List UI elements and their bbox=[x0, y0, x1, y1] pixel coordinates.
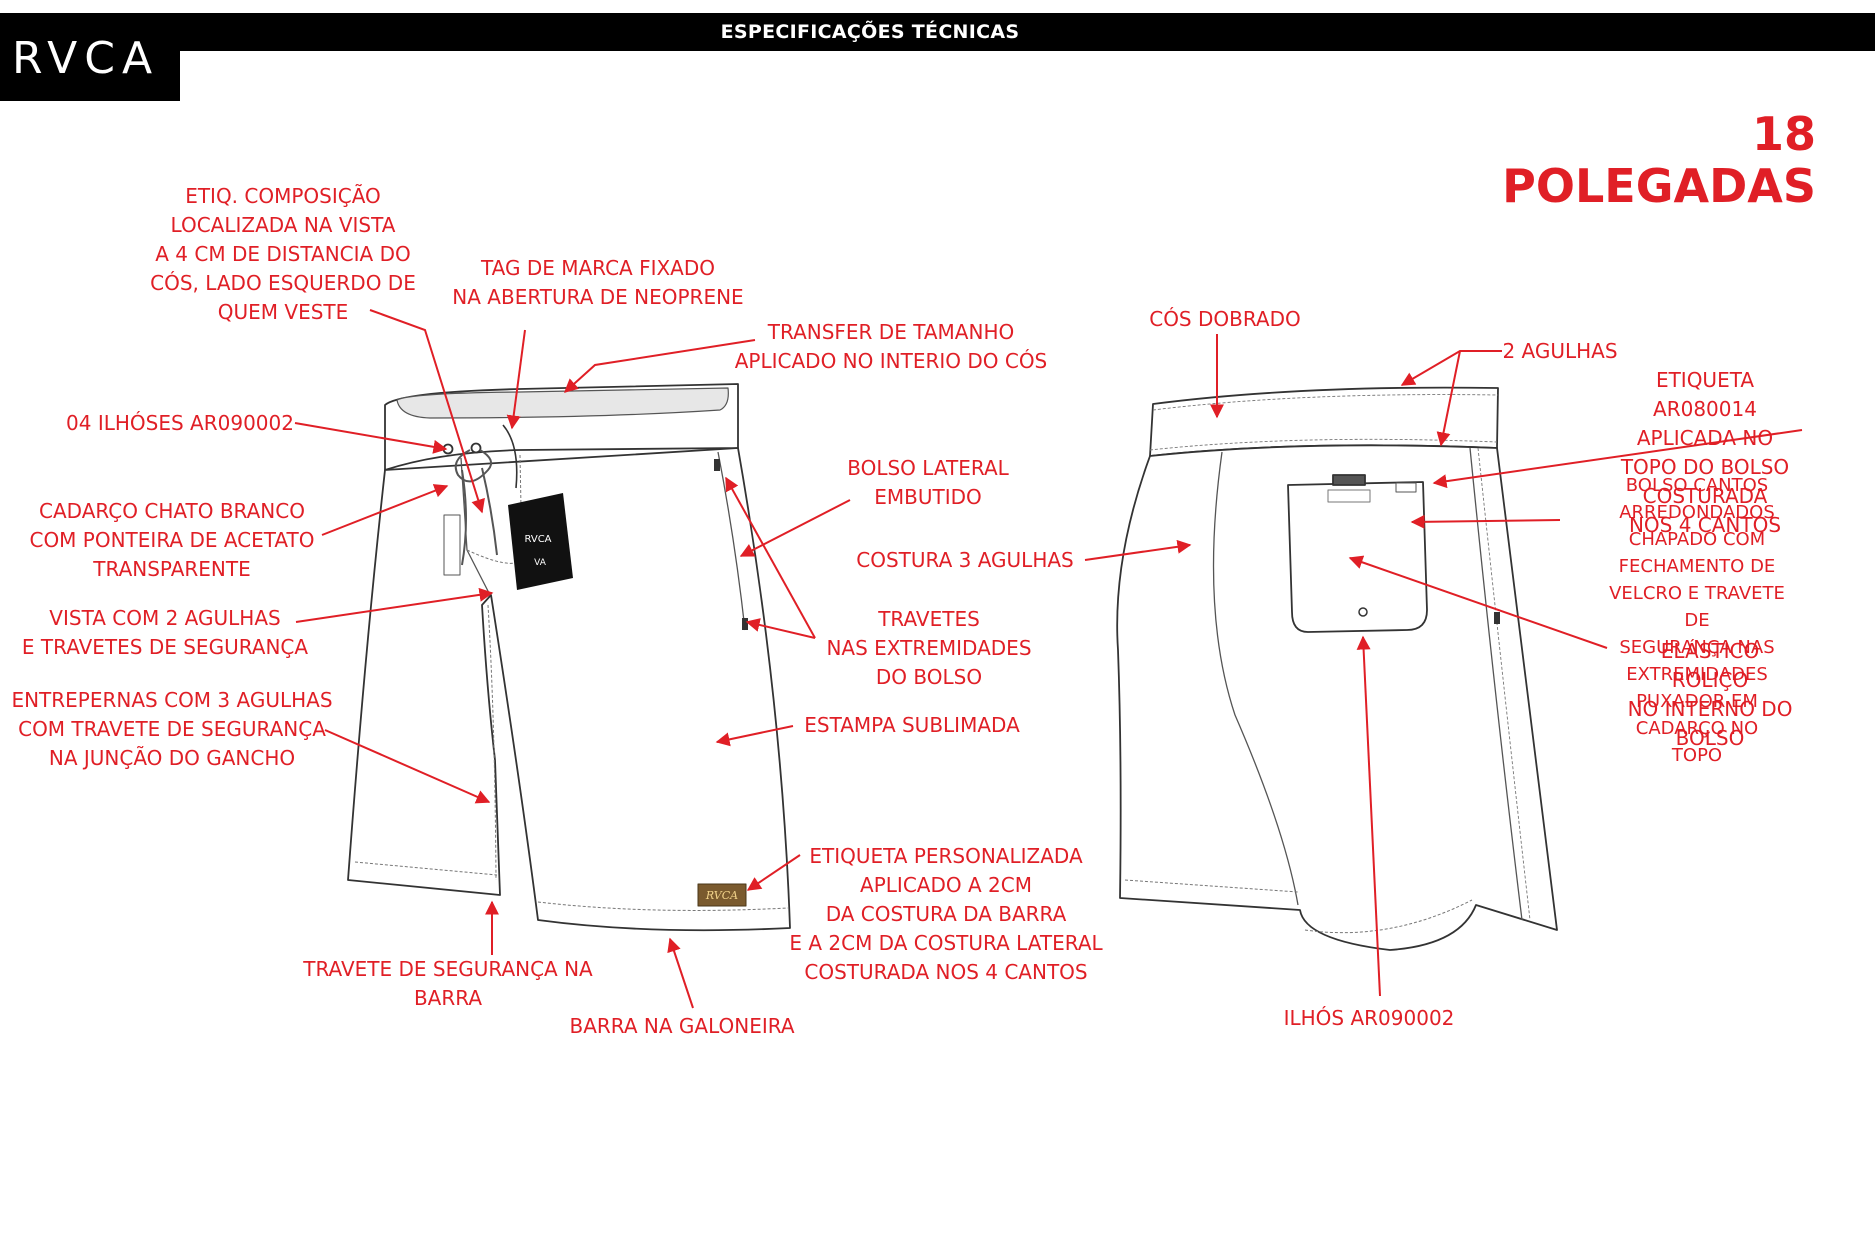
callout-bolso-lateral: BOLSO LATERAL EMBUTIDO bbox=[847, 456, 1009, 509]
patch-label-text: RVCA bbox=[705, 889, 738, 902]
front-shorts-drawing bbox=[347, 383, 791, 932]
back-shorts-drawing bbox=[1116, 386, 1558, 951]
callout-travetes-bolso: TRAVETES NAS EXTREMIDADES DO BOLSO bbox=[826, 607, 1032, 689]
callout-transfer-tamanho: TRANSFER DE TAMANHO APLICADO NO INTERIO … bbox=[734, 320, 1048, 373]
brand-logo-text: RVCA bbox=[12, 33, 160, 84]
callout-costura-3-agulhas: COSTURA 3 AGULHAS bbox=[856, 548, 1074, 572]
callout-estampa: ESTAMPA SUBLIMADA bbox=[804, 713, 1020, 737]
callout-tag-marca: TAG DE MARCA FIXADO NA ABERTURA DE NEOPR… bbox=[452, 256, 744, 309]
callout-elastico: ELÁSTICO ROLIÇO NO INTERNO DO BOLSO bbox=[1627, 639, 1793, 750]
page-title: ESPECIFICAÇÕES TÉCNICAS bbox=[720, 21, 1020, 43]
callout-ilhoses: 04 ILHÓSES AR090002 bbox=[66, 411, 294, 435]
callout-entrepernas: ENTREPERNAS COM 3 AGULHAS COM TRAVETE DE… bbox=[11, 688, 333, 770]
callout-cos-dobrado: CÓS DOBRADO bbox=[1149, 307, 1301, 331]
callout-etiqueta-bolso: ETIQUETA AR080014 APLICADA NO TOPO DO BO… bbox=[1620, 368, 1790, 537]
callout-etiq-composicao: ETIQ. COMPOSIÇÃO LOCALIZADA NA VISTA A 4… bbox=[150, 184, 416, 324]
brand-logo: RVCA bbox=[0, 13, 180, 101]
callout-vista-2-agulhas: VISTA COM 2 AGULHAS E TRAVETES DE SEGURA… bbox=[21, 606, 309, 659]
callout-barra-galoneira: BARRA NA GALONEIRA bbox=[569, 1014, 795, 1038]
header-bar: ESPECIFICAÇÕES TÉCNICAS bbox=[0, 13, 1875, 51]
callout-travete-barra: TRAVETE DE SEGURANÇA NA BARRA bbox=[303, 957, 593, 1010]
size-title: 18 POLEGADAS bbox=[1502, 107, 1816, 213]
callout-ilhos: ILHÓS AR090002 bbox=[1283, 1006, 1455, 1030]
hang-tag-brand: RVCA bbox=[524, 534, 551, 545]
hang-tag-monogram: VA bbox=[534, 558, 547, 568]
annotation-arrows bbox=[294, 309, 1803, 1009]
hang-tag bbox=[502, 424, 573, 590]
callout-2-agulhas: 2 AGULHAS bbox=[1502, 339, 1618, 363]
callout-bolso-cantos: BOLSO CANTOS ARREDONDADOS CHAPADO COM FE… bbox=[1609, 475, 1785, 766]
callout-etiqueta-personalizada: ETIQUETA PERSONALIZADA APLICADO A 2CM DA… bbox=[789, 844, 1103, 984]
callout-cadarco: CADARÇO CHATO BRANCO COM PONTEIRA DE ACE… bbox=[29, 499, 315, 581]
